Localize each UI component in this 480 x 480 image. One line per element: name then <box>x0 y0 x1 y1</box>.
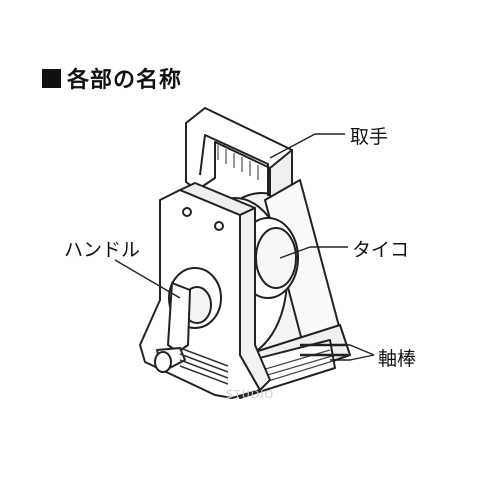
leader-crank <box>114 259 181 299</box>
title-text: 各部の名称 <box>67 68 183 93</box>
screw-hole-top-left <box>182 207 192 217</box>
front-frame-side <box>239 207 271 391</box>
leader-lines <box>114 133 375 361</box>
label-crank-handle: ハンドル <box>64 239 141 261</box>
carry-handle-grip <box>199 134 269 196</box>
label-drum: タイコ <box>352 239 410 261</box>
leader-axle-bottom <box>330 354 375 361</box>
leader-drum <box>279 246 348 259</box>
screw-hole-top-right <box>214 221 224 231</box>
watermark: STUDIO <box>226 388 275 401</box>
title-square-icon <box>42 68 61 88</box>
leader-handle <box>269 133 345 159</box>
label-carry-handle: 取手 <box>350 126 389 148</box>
label-axle-rod: 軸棒 <box>378 348 417 370</box>
vent-slots <box>179 347 229 385</box>
crank-knob-end <box>154 351 172 373</box>
leader-axle-top <box>330 344 375 356</box>
section-title: 各部の名称 <box>42 62 182 94</box>
drum-core-inner <box>255 227 297 289</box>
handle-ribs <box>217 145 259 180</box>
